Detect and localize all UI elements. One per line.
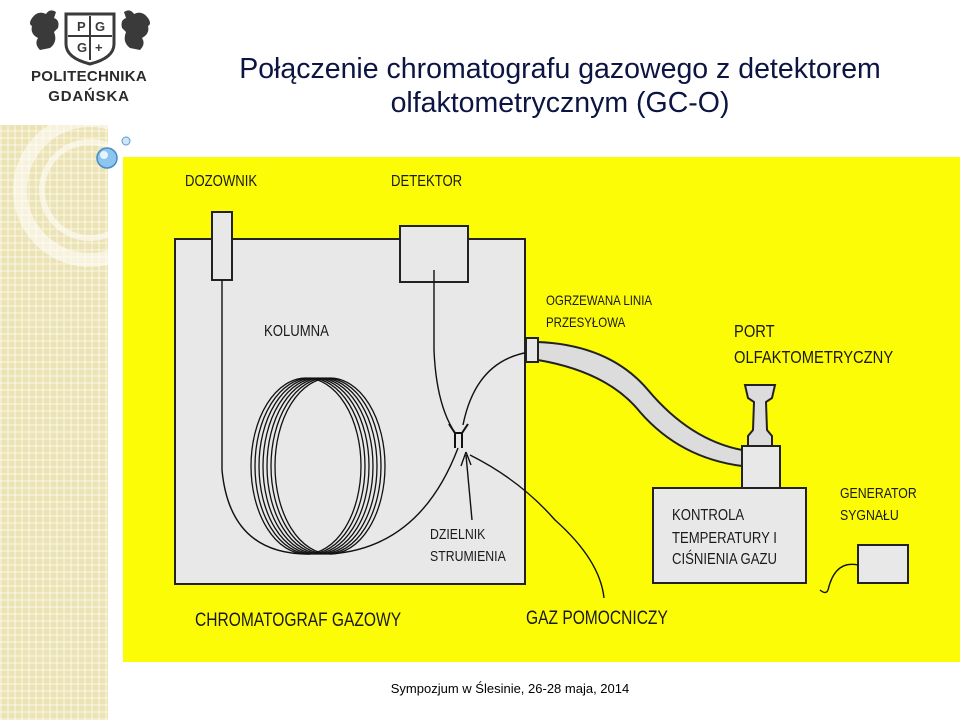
label-dzielnik-2: STRUMIENIA — [430, 548, 507, 564]
title-line-2: olfaktometrycznym (GC-O) — [390, 87, 730, 119]
splitter-icon — [448, 423, 469, 448]
decorative-side-strip — [0, 125, 108, 720]
slide-title: Połączenie chromatografu gazowego z dete… — [180, 52, 940, 120]
label-linia-1: OGRZEWANA LINIA — [546, 292, 652, 308]
label-gaz: GAZ POMOCNICZY — [526, 607, 668, 629]
label-chromatograf: CHROMATOGRAF GAZOWY — [195, 609, 401, 631]
svg-text:+: + — [95, 40, 103, 55]
left-griffin-icon — [30, 10, 59, 50]
right-griffin-icon — [121, 10, 150, 50]
label-dozownik: DOZOWNIK — [185, 173, 257, 190]
label-kontrola-2: TEMPERATURY I — [672, 530, 777, 547]
sniff-port-icon — [743, 384, 777, 447]
logo-text-line1: POLITECHNIKA — [30, 68, 148, 85]
title-line-1: Połączenie chromatografu gazowego z dete… — [239, 53, 881, 85]
svg-text:G: G — [77, 40, 87, 55]
label-kolumna: KOLUMNA — [264, 323, 329, 340]
footer-text: Sympozjum w Ślesinie, 26-28 maja, 2014 — [390, 681, 630, 696]
label-port-2: OLFAKTOMETRYCZNY — [734, 348, 893, 368]
label-detektor: DETEKTOR — [391, 173, 462, 190]
bubble-small-icon — [121, 136, 131, 146]
label-generator-2: SYGNAŁU — [840, 507, 899, 523]
label-linia-2: PRZESYŁOWA — [546, 314, 626, 330]
sniff-port-base — [741, 445, 781, 489]
svg-text:G: G — [95, 19, 105, 34]
label-port-1: PORT — [734, 322, 775, 342]
label-generator-1: GENERATOR — [840, 485, 917, 501]
svg-text:P: P — [77, 19, 86, 34]
label-kontrola-3: CIŚNIENIA GAZU — [672, 549, 777, 569]
logo-emblem: P G G + — [30, 10, 150, 66]
heated-transfer-line — [537, 340, 743, 468]
logo-text-line2: GDAŃSKA — [48, 88, 130, 105]
injector — [211, 211, 233, 281]
label-kontrola-1: KONTROLA — [672, 507, 744, 524]
signal-generator-box — [857, 544, 909, 584]
label-dzielnik-1: DZIELNIK — [430, 526, 485, 542]
gc-o-diagram: DOZOWNIK DETEKTOR KOLUMNA OGRZEWANA LINI… — [123, 157, 960, 662]
gc-o-schematic: DOZOWNIK DETEKTOR KOLUMNA OGRZEWANA LINI… — [174, 173, 917, 631]
control-unit-box — [652, 487, 807, 584]
politechnika-logo: P G G + POLITECHNIKA GDAŃSKA — [0, 0, 180, 125]
